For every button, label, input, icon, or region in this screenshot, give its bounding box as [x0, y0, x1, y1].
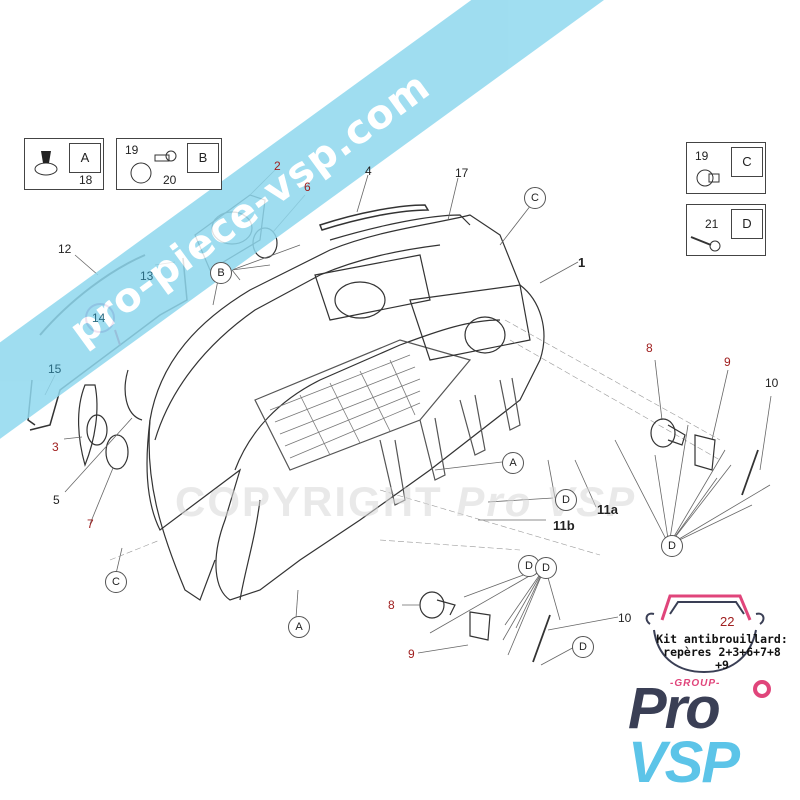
- callout-a-mid: A: [502, 452, 524, 474]
- legend-part-20: 20: [163, 173, 177, 187]
- part-label-13: 13: [140, 269, 154, 283]
- legend-key-c: C: [731, 147, 763, 177]
- part-label-7: 7: [87, 517, 94, 531]
- callout-a-bottom: A: [288, 616, 310, 638]
- part-label-17: 17: [455, 166, 469, 180]
- part-label-4: 4: [365, 164, 372, 178]
- legend-part-21: 21: [705, 217, 719, 231]
- callout-c-top: C: [524, 187, 546, 209]
- callout-d-11a: D: [555, 489, 577, 511]
- part-label-15: 15: [48, 362, 62, 376]
- legend-part-19: 19: [125, 143, 139, 157]
- part-label-9-lower: 9: [408, 647, 415, 661]
- fog-light-kit-note: Kit antibrouillard: repères 2+3+6+7+8 +9: [652, 633, 792, 672]
- legend-key-b: B: [187, 143, 219, 173]
- copyright-watermark: COPYRIGHT Pro VSP: [175, 478, 637, 525]
- legend-key-a: A: [69, 143, 101, 173]
- callout-c-bottom: C: [105, 571, 127, 593]
- part-label-6: 6: [304, 180, 311, 194]
- push-clip-icon: [34, 151, 58, 176]
- part-label-8-right: 8: [646, 341, 653, 355]
- pro-vsp-logo: -GROUP- Pro VSP: [620, 672, 780, 792]
- part-label-5: 5: [53, 493, 60, 507]
- callout-d-11b: D: [518, 555, 540, 577]
- part-label-1: 1: [578, 255, 586, 270]
- kit-note-line-3: +9: [715, 658, 729, 672]
- part-label-12: 12: [58, 242, 72, 256]
- callout-d-lower-2: D: [572, 636, 594, 658]
- screw-washer-icon: [130, 150, 177, 184]
- legend-box-c: C 19: [686, 142, 766, 194]
- kit-note-line-1: Kit antibrouillard:: [656, 632, 788, 646]
- part-label-22: 22: [720, 614, 735, 629]
- part-label-8-lower: 8: [388, 598, 395, 612]
- part-label-10-lower: 10: [618, 611, 632, 625]
- part-label-3: 3: [52, 440, 59, 454]
- logo-vsp-text: VSP: [628, 730, 740, 795]
- rivet-icon: [696, 169, 720, 187]
- part-label-11b: 11b: [553, 518, 575, 533]
- part-label-2: 2: [274, 159, 281, 173]
- hex-nut-icon: [753, 680, 771, 698]
- car-outline-icon: [645, 594, 765, 674]
- legend-box-b: B 19 20: [116, 138, 222, 190]
- part-label-14: 14: [92, 311, 106, 325]
- part-label-10-right: 10: [765, 376, 779, 390]
- part-label-9-right: 9: [724, 355, 731, 369]
- callout-d-lower: D: [535, 557, 557, 579]
- screw-icon: [690, 236, 721, 252]
- callout-b: B: [210, 262, 232, 284]
- legend-part-18: 18: [79, 173, 93, 187]
- logo-group-text: -GROUP-: [670, 678, 721, 689]
- callout-d-right: D: [661, 535, 683, 557]
- legend-part-19-c: 19: [695, 149, 709, 163]
- kit-note-line-2: repères 2+3+6+7+8: [663, 645, 781, 659]
- part-label-11a: 11a: [597, 502, 618, 517]
- logo-pro-text: Pro: [628, 676, 721, 741]
- legend-box-d: D 21: [686, 204, 766, 256]
- legend-key-d: D: [731, 209, 763, 239]
- legend-box-a: A 18: [24, 138, 104, 190]
